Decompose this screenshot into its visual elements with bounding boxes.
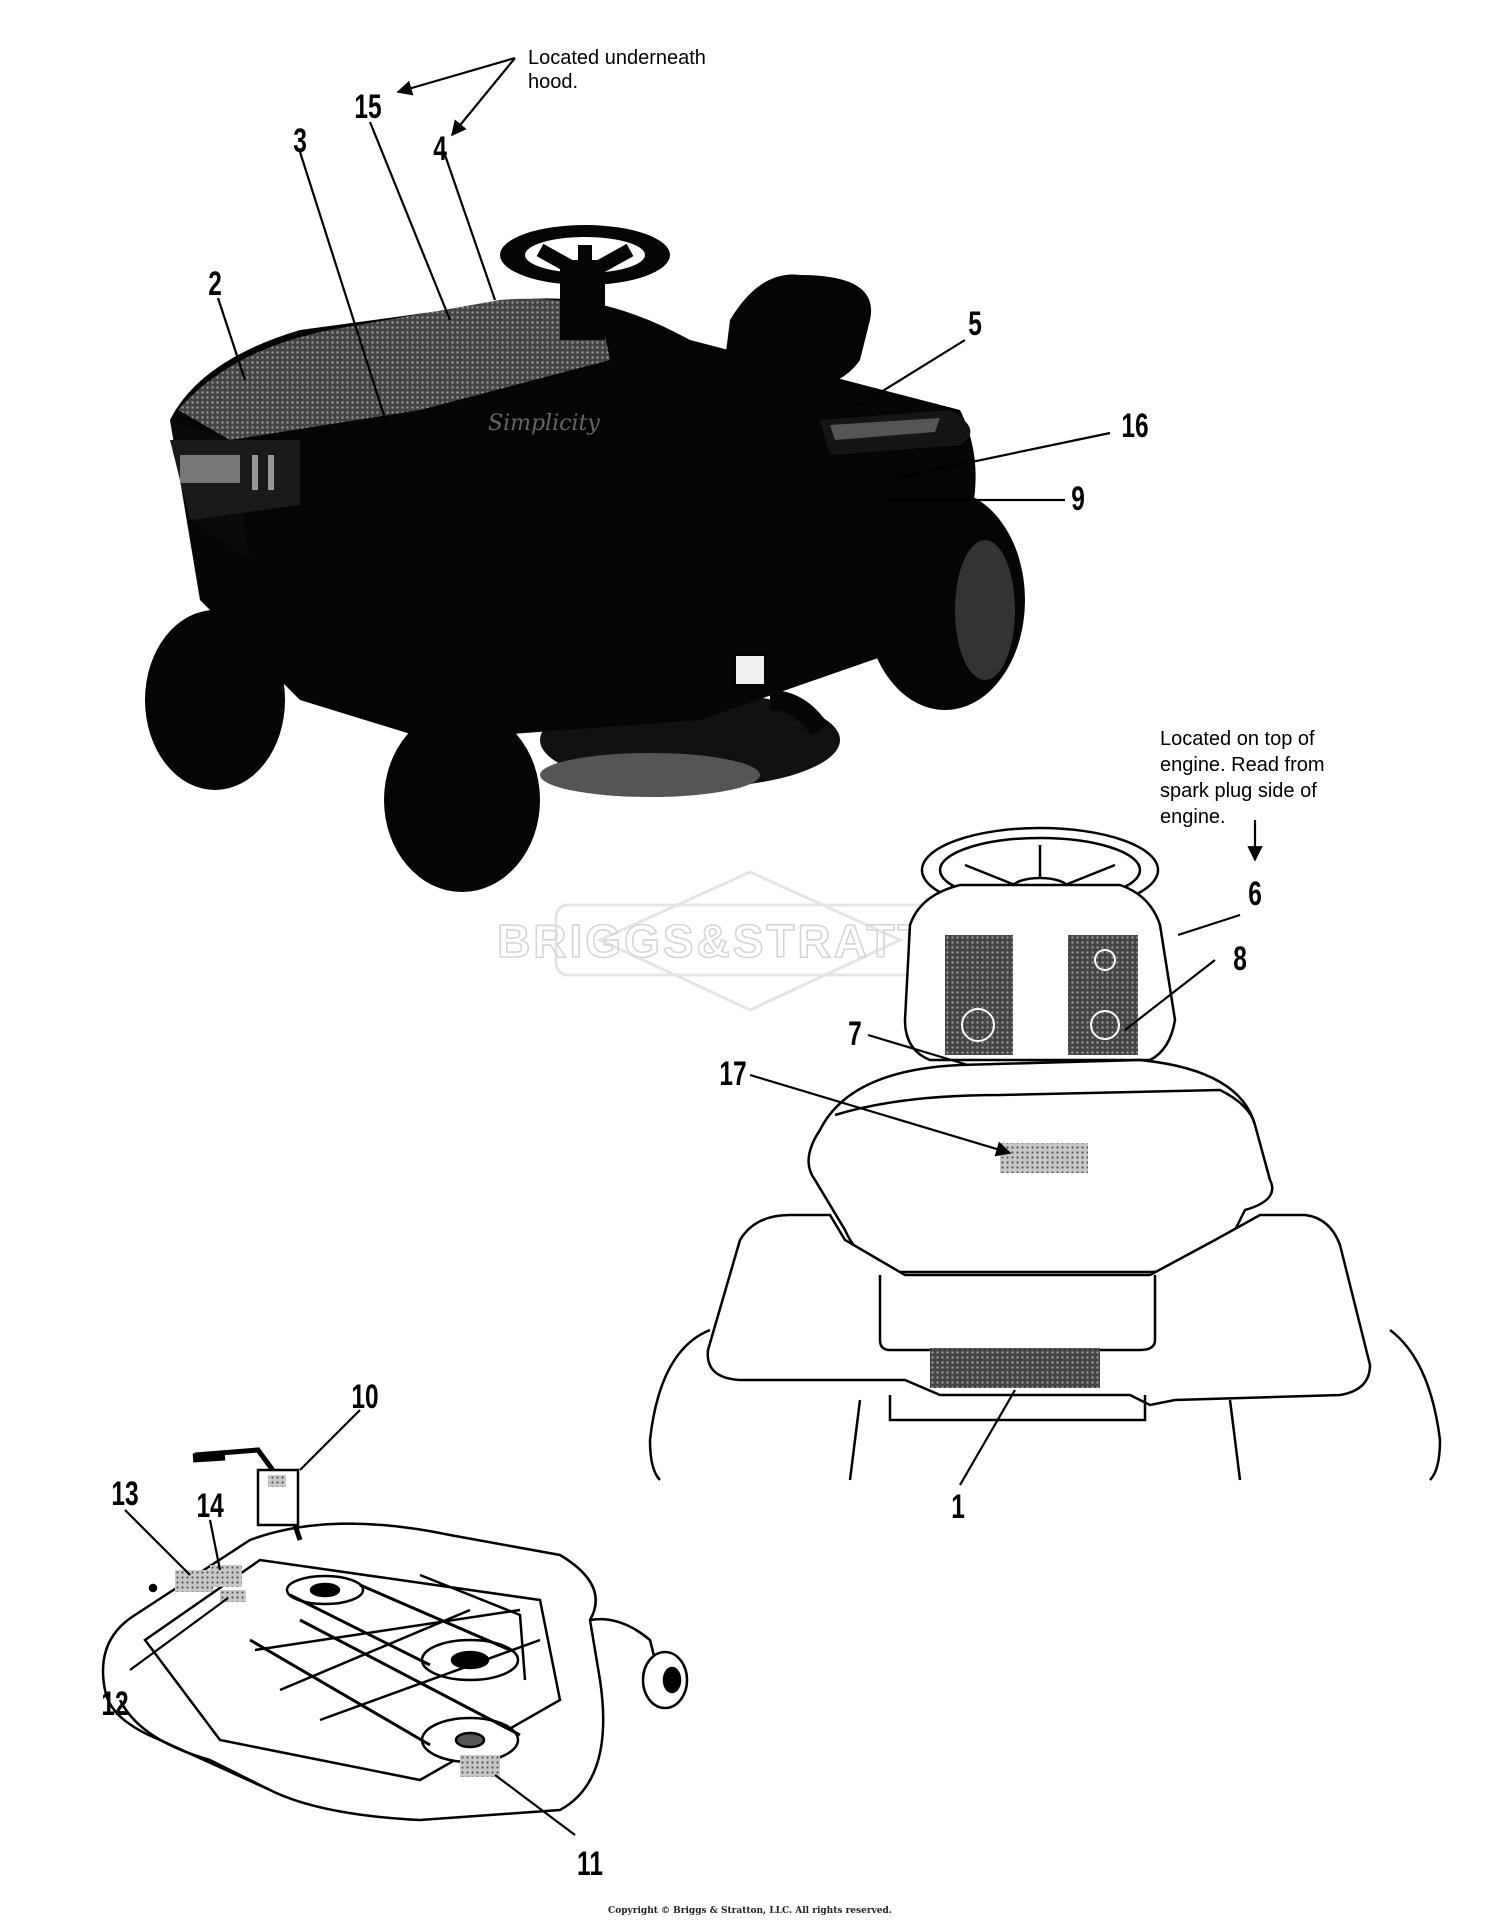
- note-engine-line-4: engine.: [1160, 806, 1226, 828]
- callout-16: 16: [1121, 407, 1148, 445]
- callout-9: 9: [1071, 480, 1085, 518]
- callout-5: 5: [968, 305, 982, 343]
- callout-17: 17: [719, 1055, 746, 1093]
- svg-text:Simplicity: Simplicity: [488, 411, 600, 436]
- note-hood-line-1: Located underneath: [528, 47, 706, 69]
- note-engine-line-3: spark plug side of: [1160, 780, 1317, 802]
- callout-1: 1: [951, 1488, 965, 1526]
- callout-7: 7: [848, 1015, 862, 1053]
- callout-4: 4: [433, 130, 447, 168]
- callout-15: 15: [354, 88, 381, 126]
- callout-numbers: 15 4 3 2 5 16 9 6 7 8 17 1 10 13 14 12 1…: [101, 88, 1261, 1883]
- callout-8: 8: [1233, 940, 1247, 978]
- mower-deck-illustration: [101, 1447, 689, 1822]
- note-engine: Located on top of engine. Read from spar…: [1160, 728, 1325, 828]
- leader-lines: [124, 56, 1263, 1836]
- note-engine-line-1: Located on top of: [1160, 728, 1315, 750]
- callout-2: 2: [208, 265, 222, 303]
- callout-3: 3: [293, 122, 307, 160]
- note-hood: Located underneath hood.: [528, 47, 706, 93]
- note-hood-line-2: hood.: [528, 71, 578, 93]
- callout-13: 13: [111, 1475, 138, 1513]
- tractor-illustration: Simplicity: [145, 225, 1025, 892]
- rear-view-illustration: [648, 826, 1442, 1481]
- callout-14: 14: [196, 1487, 224, 1525]
- callout-10: 10: [351, 1378, 378, 1416]
- callout-12: 12: [101, 1685, 128, 1723]
- note-engine-line-2: engine. Read from: [1160, 754, 1325, 776]
- callout-11: 11: [577, 1845, 603, 1883]
- copyright-notice: Copyright © Briggs & Stratton, LLC. All …: [608, 1906, 892, 1916]
- callout-6: 6: [1248, 875, 1262, 913]
